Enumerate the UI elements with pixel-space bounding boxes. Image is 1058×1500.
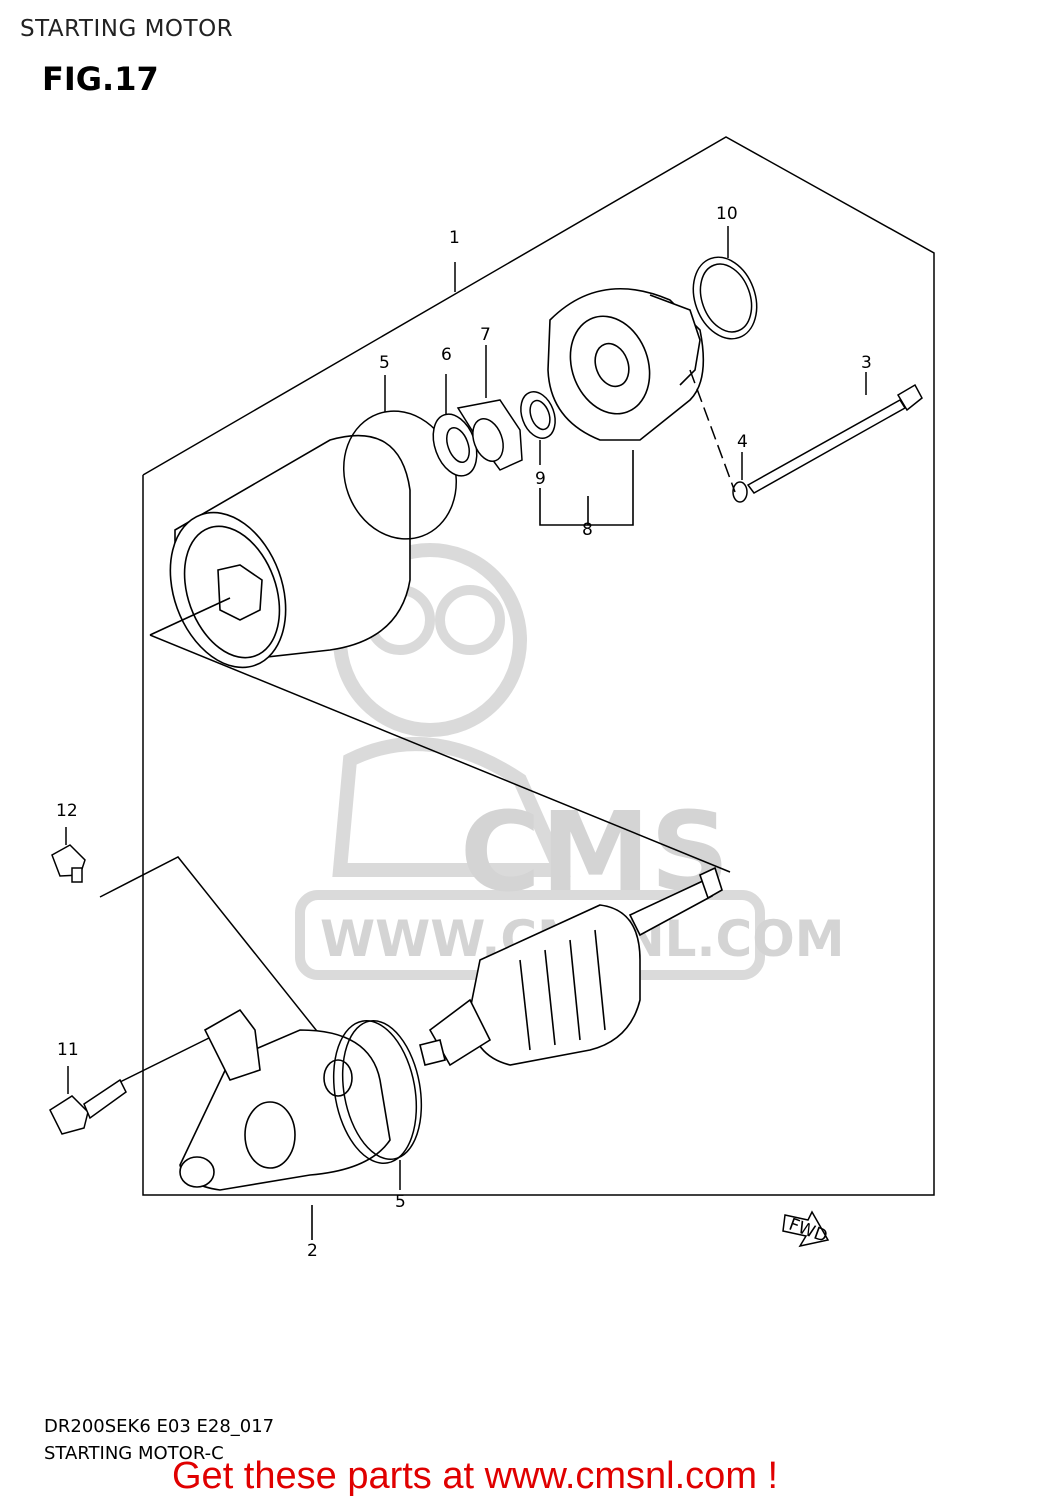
callout-2: 2 [307,1241,318,1261]
callout-9: 9 [535,469,546,489]
yoke-housing [149,434,411,669]
shop-link-banner[interactable]: Get these parts at www.cmsnl.com ! [172,1455,779,1497]
callout-8: 8 [582,520,593,540]
bolt-washer [689,369,748,503]
oil-seal [520,391,556,465]
rear-cover [179,1008,391,1240]
end-cover [539,288,705,526]
figure-number: FIG.17 [42,60,159,98]
page-title: STARTING MOTOR [20,16,234,42]
bolt-11 [49,1066,127,1135]
assembly-leaders [99,634,731,1083]
diagram-code: DR200SEK6 E03 E28_017 [44,1416,275,1437]
callout-12: 12 [56,801,78,821]
o-ring-end [692,226,758,340]
callout-5b: 5 [395,1192,406,1212]
callout-3: 3 [861,353,872,373]
callout-11: 11 [57,1040,79,1060]
callout-6: 6 [441,345,452,365]
callout-1: 1 [449,228,460,248]
washer [432,374,478,477]
o-ring-bottom [332,1019,423,1190]
callout-7: 7 [480,325,491,345]
diagram-subtitle: STARTING MOTOR-C [44,1443,224,1464]
through-bolt [746,372,923,494]
callout-10: 10 [716,204,738,224]
brush-holder [456,345,523,471]
fwd-arrow: FWD [782,1210,830,1248]
callout-5a: 5 [379,353,390,373]
armature [419,866,723,1067]
assembly-outline [142,136,935,1196]
screw-12 [51,827,86,883]
callout-4: 4 [737,432,748,452]
